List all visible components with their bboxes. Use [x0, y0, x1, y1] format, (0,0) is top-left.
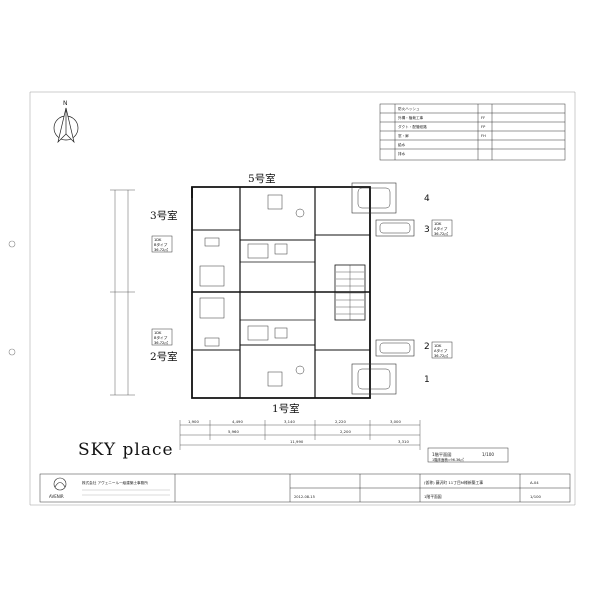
grid-number: 1: [424, 375, 430, 385]
legend-code: FH: [481, 134, 486, 138]
dimension-label: 3,000: [390, 419, 401, 424]
unit-tag-right-lower: 1DK Aタイプ 36.72㎡: [431, 341, 453, 359]
legend-rows: 防火ハッシュ 外構・植栽工事 ダクト・配管経路 窓・扉 給水 排水 FF FP …: [398, 106, 486, 156]
unit-code: 1DK: [154, 331, 162, 335]
room-label-3: 3号室: [150, 209, 178, 222]
dimension-label: 3,140: [284, 419, 295, 424]
scale-box-note: 1階床面積=96.36㎡: [432, 457, 464, 462]
dimension-label: 1,900: [188, 419, 199, 424]
room-label-5: 5号室: [248, 172, 276, 185]
room-label-2: 2号室: [150, 350, 178, 363]
drawing-name: 1階平面図: [424, 494, 442, 499]
legend-row: ダクト・配管経路: [398, 124, 427, 129]
scale-box-title: 1階平面図: [432, 451, 451, 458]
company-logo-text: AVENIR: [49, 494, 64, 499]
unit-type: Aタイプ: [434, 226, 448, 231]
parking-spaces: [351, 182, 415, 395]
unit-type: Bタイプ: [154, 335, 168, 340]
unit-area: 36.72㎡: [434, 353, 448, 358]
drawing-number: A-04: [530, 480, 539, 485]
north-label: N: [63, 100, 68, 107]
unit-area: 36.72㎡: [434, 231, 448, 236]
title-scale: 1/100: [530, 494, 542, 499]
dimension-label: 2,220: [335, 419, 346, 424]
grid-number: 2: [424, 342, 430, 352]
sheet-border: [29, 91, 576, 506]
building-walls: [191, 186, 371, 399]
bottom-dimension-lines: [179, 420, 421, 450]
company-name: 株式会社 アヴェニール一級建築士事務所: [82, 480, 148, 485]
dimension-label: 3,310: [398, 439, 409, 444]
legend-code: FF: [481, 116, 485, 120]
unit-tag-left-lower: 1DK Bタイプ 36.72㎡: [151, 328, 173, 346]
dimension-label: 2,200: [340, 429, 351, 434]
unit-type: Bタイプ: [154, 242, 168, 247]
legend-table: [379, 103, 566, 161]
car-icons: [357, 187, 411, 390]
stair-treads: [336, 265, 364, 320]
unit-area: 36.72㎡: [154, 247, 168, 252]
unit-tag-left-upper: 1DK Bタイプ 36.72㎡: [151, 235, 173, 253]
dimension-label: 11,990: [290, 439, 304, 444]
legend-row: 窓・扉: [398, 133, 409, 138]
punch-holes: [8, 240, 16, 356]
scale-box: 1階平面図 1/100 1階床面積=96.36㎡: [427, 447, 509, 463]
legend-row: 防火ハッシュ: [398, 106, 420, 111]
north-arrow-icon: [53, 107, 79, 144]
scale-box-scale: 1/100: [482, 452, 494, 457]
fixtures: [199, 194, 305, 387]
unit-type: Aタイプ: [434, 348, 448, 353]
legend-row: 給水: [398, 142, 406, 147]
company-info-lines: [82, 489, 170, 496]
title-block: [39, 473, 571, 503]
unit-area: 36.72㎡: [154, 340, 168, 345]
legend-row: 排水: [398, 151, 406, 156]
sky-place-label: SKY place: [78, 440, 174, 460]
grid-number: 3: [424, 225, 430, 235]
bottom-dimension-labels: 1,900 4,490 3,140 2,220 3,000 5,960 11,9…: [188, 419, 409, 444]
dimension-label: 5,960: [228, 429, 239, 434]
legend-code: FP: [481, 125, 486, 129]
project-name: (仮称) 藤沢町 11丁目M様新築工事: [424, 480, 483, 485]
unit-code: 1DK: [434, 222, 442, 226]
grid-number: 4: [424, 194, 430, 204]
unit-code: 1DK: [154, 238, 162, 242]
unit-code: 1DK: [434, 344, 442, 348]
drawing-date: 2012-08-15: [294, 495, 315, 499]
unit-tag-right-upper: 1DK Aタイプ 36.72㎡: [431, 219, 453, 237]
company-logo-icon: [53, 477, 67, 491]
room-label-1: 1号室: [272, 402, 300, 415]
dimension-label: 4,490: [232, 419, 243, 424]
left-dimension-lines: [110, 189, 135, 396]
legend-row: 外構・植栽工事: [398, 115, 424, 120]
